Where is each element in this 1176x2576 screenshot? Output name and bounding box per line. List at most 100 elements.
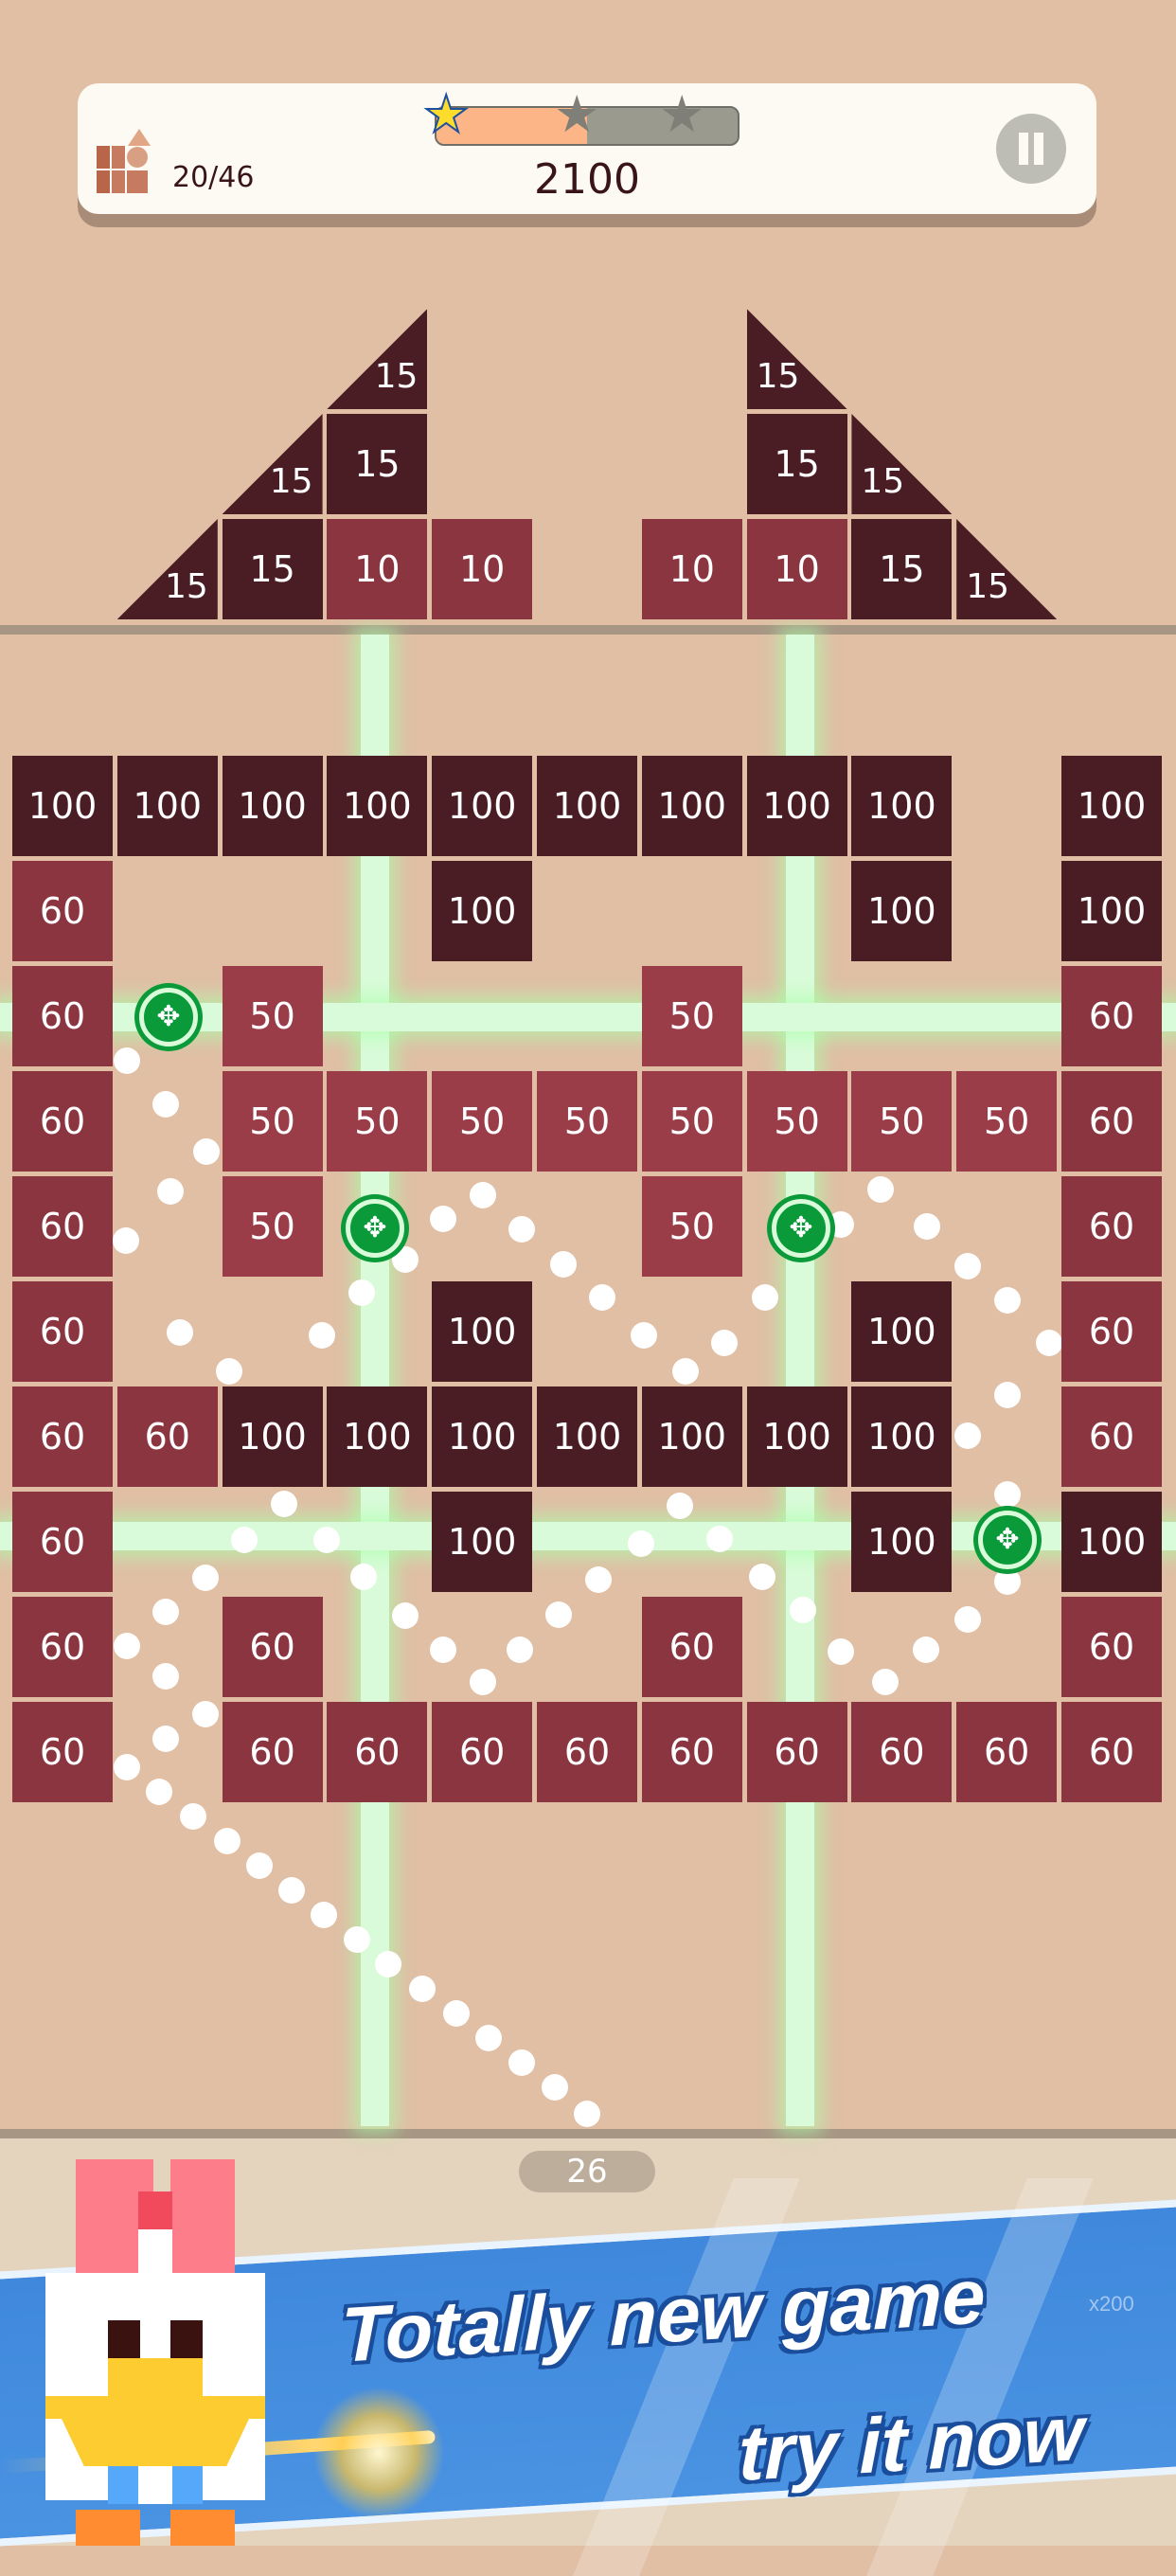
brick: 60 xyxy=(1061,1702,1162,1802)
ball xyxy=(628,1530,654,1557)
brick: 60 xyxy=(1061,1597,1162,1697)
ball xyxy=(994,1481,1021,1508)
ball xyxy=(914,1213,940,1240)
brick: 50 xyxy=(956,1071,1058,1172)
ball xyxy=(749,1564,775,1590)
triangle-brick: 15 xyxy=(222,414,323,514)
brick: 60 xyxy=(12,1702,113,1802)
laser-target-icon xyxy=(346,1199,404,1258)
brick: 60 xyxy=(746,1702,847,1802)
brick: 60 xyxy=(222,1702,323,1802)
brick: 100 xyxy=(222,756,323,856)
ball xyxy=(114,1633,140,1659)
ball xyxy=(193,1138,220,1165)
ball xyxy=(867,1176,894,1203)
ball xyxy=(507,1637,533,1663)
brick: 50 xyxy=(537,1071,637,1172)
brick: 50 xyxy=(746,1071,847,1172)
brick: 60 xyxy=(1061,1281,1162,1382)
ball xyxy=(392,1602,419,1629)
brick: 100 xyxy=(432,756,533,856)
star-2-icon: ★ xyxy=(554,84,600,144)
brick: 100 xyxy=(432,1281,533,1382)
laser-target-icon xyxy=(139,988,198,1046)
brick: 50 xyxy=(851,1071,953,1172)
brick: 60 xyxy=(12,1176,113,1277)
triangle-brick: 15 xyxy=(851,414,953,514)
ball xyxy=(430,1637,456,1663)
ball xyxy=(344,1926,370,1953)
ball xyxy=(589,1284,615,1311)
ball xyxy=(631,1322,657,1349)
brick: 100 xyxy=(12,756,113,856)
brick: 100 xyxy=(851,861,953,961)
ball xyxy=(157,1178,184,1205)
triangle-brick: 15 xyxy=(116,519,218,619)
ball xyxy=(954,1422,981,1449)
brick: 60 xyxy=(12,966,113,1066)
ball xyxy=(752,1284,778,1311)
top-brick: 15 xyxy=(746,414,847,514)
ball xyxy=(443,2000,470,2027)
triangle-brick-value: 15 xyxy=(756,357,800,396)
star-progress-fill xyxy=(437,108,587,144)
brick: 60 xyxy=(537,1702,637,1802)
ball xyxy=(954,1606,981,1633)
laser-target-icon xyxy=(772,1199,830,1258)
ball xyxy=(348,1279,375,1306)
ball xyxy=(231,1527,258,1553)
triangle-brick: 15 xyxy=(746,309,847,409)
ball xyxy=(542,2074,568,2101)
brick: 100 xyxy=(432,861,533,961)
brick: 60 xyxy=(12,861,113,961)
brick: 60 xyxy=(327,1702,428,1802)
brick: 100 xyxy=(641,1386,742,1487)
brick: 100 xyxy=(432,1492,533,1592)
ball xyxy=(954,1253,981,1279)
ball xyxy=(470,1182,496,1208)
triangle-brick-value: 15 xyxy=(164,567,208,606)
brick: 100 xyxy=(1061,861,1162,961)
triangle-brick-value: 15 xyxy=(374,357,419,396)
ball xyxy=(475,2025,502,2051)
brick: 60 xyxy=(1061,1176,1162,1277)
ball xyxy=(192,1565,219,1591)
ball xyxy=(994,1568,1021,1595)
ball xyxy=(672,1358,699,1385)
ball xyxy=(872,1669,899,1695)
brick: 100 xyxy=(327,1386,428,1487)
pause-button[interactable] xyxy=(996,114,1066,184)
brick: 60 xyxy=(116,1386,218,1487)
laser-target-icon xyxy=(978,1511,1037,1569)
brick: 50 xyxy=(327,1071,428,1172)
ball xyxy=(350,1564,377,1590)
brick: 50 xyxy=(222,966,323,1066)
ball xyxy=(271,1491,297,1517)
triangle-brick-value: 15 xyxy=(861,462,905,501)
laser-beam-vertical xyxy=(361,635,389,2126)
brick: 100 xyxy=(851,756,953,856)
laser-beam-vertical xyxy=(786,635,814,2126)
ball xyxy=(313,1527,340,1553)
brick: 60 xyxy=(12,1071,113,1172)
ball xyxy=(214,1828,241,1854)
ball xyxy=(180,1803,206,1830)
brick: 100 xyxy=(746,1386,847,1487)
brick: 50 xyxy=(641,1176,742,1277)
ball xyxy=(585,1566,612,1593)
ball xyxy=(508,2049,535,2076)
brick: 100 xyxy=(327,756,428,856)
ad-badge: x200 xyxy=(1089,2292,1134,2316)
top-brick: 10 xyxy=(432,519,533,619)
ball xyxy=(375,1951,401,1977)
brick: 50 xyxy=(222,1071,323,1172)
top-brick: 10 xyxy=(746,519,847,619)
brick: 60 xyxy=(1061,1386,1162,1487)
brick: 100 xyxy=(537,756,637,856)
brick: 60 xyxy=(641,1597,742,1697)
ball xyxy=(409,1976,436,2002)
ball xyxy=(545,1601,572,1628)
ball xyxy=(114,1754,140,1780)
star-1-icon: ★ xyxy=(422,84,470,144)
